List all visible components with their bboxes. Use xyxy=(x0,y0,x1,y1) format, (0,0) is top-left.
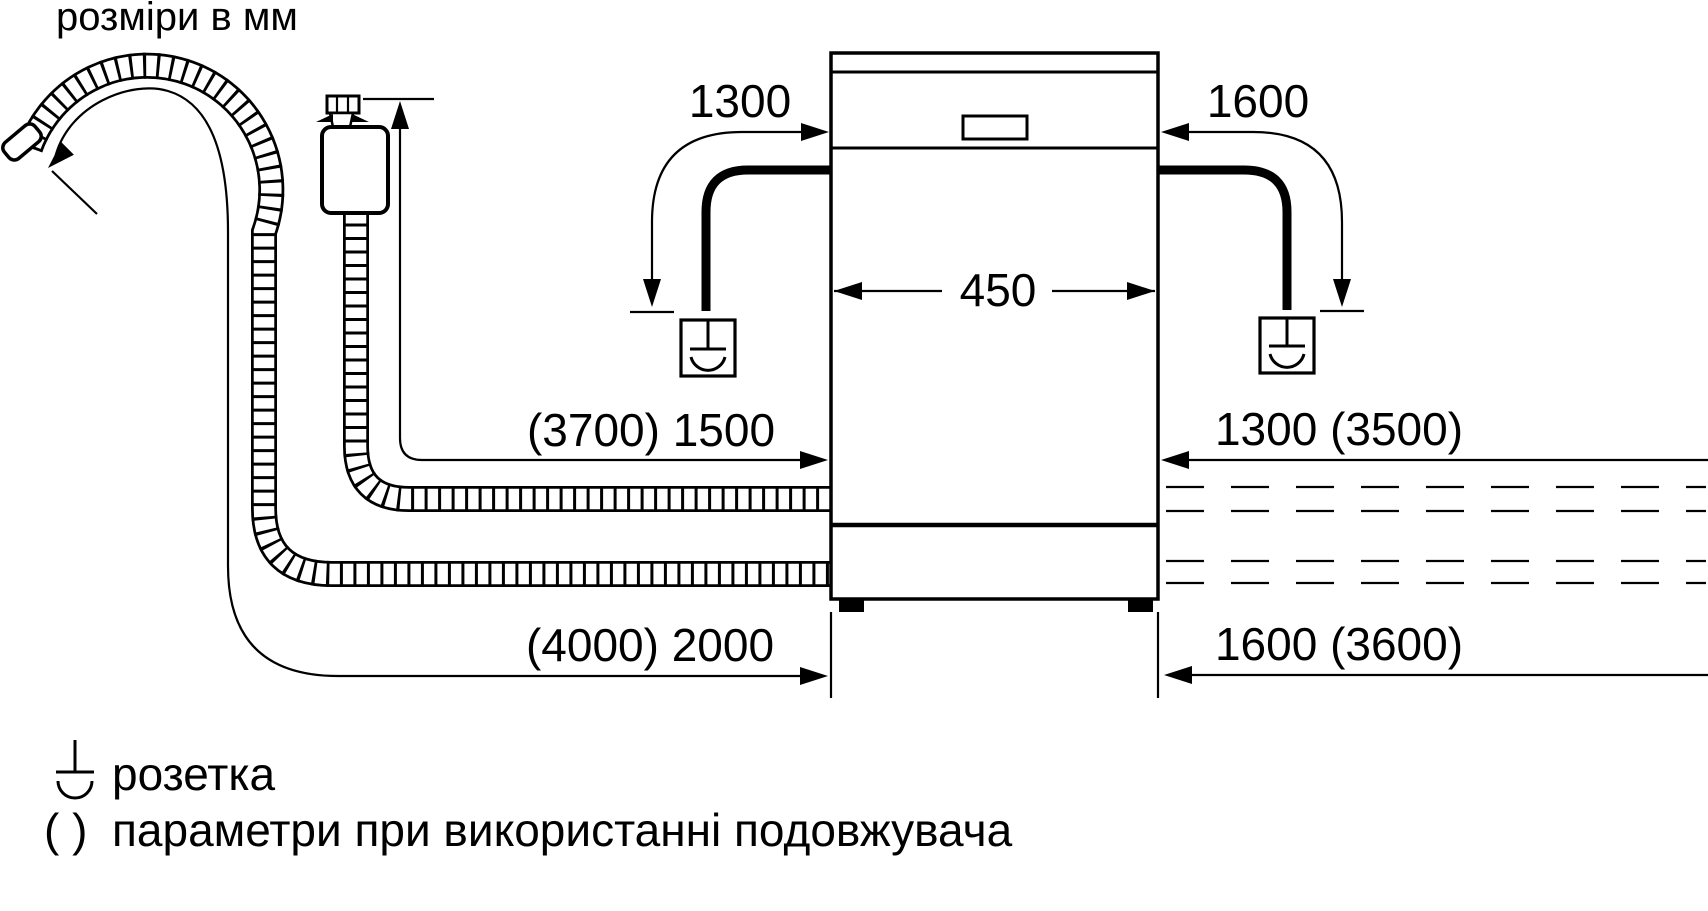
dim-label-cord-right: 1600 xyxy=(1207,75,1309,127)
dim-drain-hose-left: (4000) 2000 xyxy=(48,87,828,685)
legend-socket-label: розетка xyxy=(112,748,275,800)
arrow-down-icon xyxy=(1333,279,1351,307)
arrow-up-icon xyxy=(391,101,409,129)
power-socket-left-icon xyxy=(679,318,737,378)
drain-hose-end-cap xyxy=(1,122,43,162)
dim-supply-hose-left: (3700) 1500 xyxy=(363,97,828,469)
foot-left xyxy=(839,599,864,612)
arrow-right-icon xyxy=(1127,282,1155,300)
supply-hose xyxy=(343,210,840,512)
arrow-down-icon xyxy=(643,279,661,307)
dim-appliance-width: 450 xyxy=(834,264,1155,316)
dim-label-cord-left: 1300 xyxy=(689,75,791,127)
legend-socket-icon xyxy=(56,740,94,800)
legend: розетка ( ) параметри при використанні п… xyxy=(44,740,1013,856)
leader-overshoot-line xyxy=(51,170,98,215)
valve-flange-left xyxy=(316,114,333,122)
dim-drain-hose-right: 1600 (3600) xyxy=(1164,618,1708,684)
aquastop-valve-icon xyxy=(316,94,390,215)
arrow-left-icon xyxy=(1164,666,1192,684)
legend-parentheses-symbol: ( ) xyxy=(44,804,87,856)
drain-hose xyxy=(1,52,840,587)
valve-body xyxy=(320,125,390,215)
page-title: розміри в мм xyxy=(56,0,298,39)
hose-extension-dashed-lines xyxy=(1166,485,1706,585)
valve-flange-right xyxy=(352,114,369,122)
power-socket-right-icon xyxy=(1258,316,1316,375)
dim-cord-left: 1300 xyxy=(630,75,829,314)
arrow-right-icon xyxy=(801,123,829,141)
dim-label-drain-right: 1600 (3600) xyxy=(1215,618,1463,670)
dim-label-width: 450 xyxy=(960,264,1037,316)
power-cord-right xyxy=(1158,165,1292,310)
dim-cord-right: 1600 xyxy=(1161,75,1364,313)
door-handle xyxy=(961,114,1029,141)
arrow-left-icon xyxy=(1161,451,1189,469)
dim-supply-hose-right: 1300 (3500) xyxy=(1161,403,1708,469)
arrow-left-icon xyxy=(834,282,862,300)
dim-label-drain-left: (4000) 2000 xyxy=(526,619,774,671)
foot-right xyxy=(1128,599,1153,612)
legend-parentheses-label: параметри при використанні подовжувача xyxy=(112,804,1013,856)
power-cord-left xyxy=(701,165,840,311)
dishwasher xyxy=(829,51,1160,612)
dishwasher-outline xyxy=(829,51,1160,601)
arrow-right-icon xyxy=(800,667,828,685)
valve-neck xyxy=(328,111,355,129)
arrow-left-icon xyxy=(1161,123,1189,141)
valve-nut xyxy=(325,94,361,115)
dim-label-supply-right: 1300 (3500) xyxy=(1215,403,1463,455)
arrow-down-left-icon xyxy=(48,142,74,168)
dim-label-supply-left: (3700) 1500 xyxy=(527,404,775,456)
arrow-right-icon xyxy=(800,451,828,469)
